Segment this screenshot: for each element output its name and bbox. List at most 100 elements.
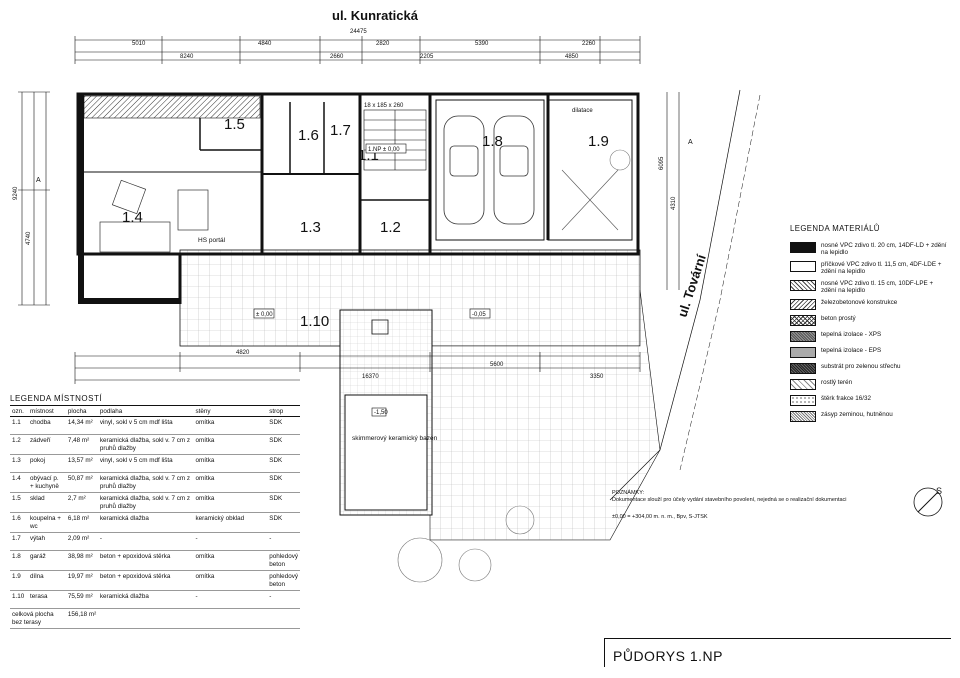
dim-second-4: 4850 (565, 54, 579, 60)
workshop-diagonal-2 (561, 169, 619, 231)
total-label: celková plocha bez terasy (10, 608, 66, 629)
notes-title: POZNÁMKY: (612, 490, 645, 496)
dim-right-1: 6095 (659, 156, 665, 170)
material-legend-item: nosné VPC zdivo tl. 20 cm, 14DF-LD + zdě… (790, 242, 950, 256)
notes: POZNÁMKY: Dokumentace slouží pro účely v… (612, 490, 872, 521)
dim-second-1: 8240 (180, 54, 194, 60)
notes-line-2: ±0,00 = +304,00 m. n. m., Bpv, S-JTSK (612, 514, 708, 520)
material-legend-item: rostlý terén (790, 379, 950, 390)
right-dimensions (666, 92, 680, 290)
room-name: výtah (27, 532, 66, 551)
material-legend-rows: nosné VPC zdivo tl. 20 cm, 14DF-LD + zdě… (790, 242, 950, 422)
room-floor: keramická dlažba, sokl v. 7 cm z pruhů d… (97, 434, 194, 455)
room-name: chodba (27, 416, 66, 435)
room-1-3: 1.3 (300, 219, 321, 236)
car-2 (493, 115, 535, 225)
north-label: S (936, 486, 942, 496)
header-floor: podlaha (97, 407, 194, 417)
material-legend-item: příčkové VPC zdivo tl. 11,5 cm, 4DF-LDE … (790, 261, 950, 275)
material-legend-item: štěrk frakce 16/32 (790, 395, 950, 406)
material-swatch (790, 280, 816, 291)
room-name: terasa (27, 590, 66, 609)
room-id: 1.10 (10, 590, 28, 609)
material-legend-item: zásyp zeminou, hutněnou (790, 411, 950, 422)
stairs (363, 109, 427, 171)
room-floor: - (97, 532, 194, 551)
material-legend: LEGENDA MATERIÁLŮ nosné VPC zdivo tl. 20… (790, 224, 950, 427)
pool-level-box (371, 407, 387, 417)
room-id: 1.2 (10, 434, 28, 455)
room-id: 1.8 (10, 550, 28, 571)
header-walls: stěny (193, 407, 268, 417)
room-walls: keramický obklad (193, 512, 268, 533)
total-value: 156,18 m² (65, 608, 300, 629)
pool-level: -1,50 (374, 410, 388, 416)
room-area: 50,87 m² (65, 472, 98, 493)
room-area: 2,09 m² (65, 532, 98, 551)
room-name: sklad (27, 492, 66, 513)
title-block: PŮDORYS 1.NP (604, 638, 951, 667)
room-legend-total: celková plocha bez terasy 156,18 m² (10, 608, 300, 629)
material-legend-title: LEGENDA MATERIÁLŮ (790, 224, 880, 233)
material-legend-item: beton prostý (790, 315, 950, 326)
room-floor: keramická dlažba (97, 590, 194, 609)
room-ceiling: - (267, 532, 300, 551)
material-legend-item: substrát pro zelenou střechu (790, 363, 950, 374)
material-label: nosné VPC zdivo tl. 15 cm, 10DF-LPE + zd… (821, 280, 934, 294)
room-ceiling: SDK (267, 416, 300, 435)
room-name: obývací p. + kuchyně (27, 472, 66, 493)
dim-left-2: 4740 (26, 231, 32, 245)
room-ceiling: pohledový beton (267, 570, 300, 591)
material-swatch (790, 379, 816, 390)
dim-top-1: 5010 (132, 41, 146, 47)
kitchen-counter (83, 95, 261, 119)
hs-portal-label: HS portál (198, 237, 226, 244)
room-legend: LEGENDA MÍSTNOSTÍ ozn. místnost plocha p… (10, 394, 300, 629)
north-arrow (913, 487, 943, 517)
trees (397, 149, 631, 583)
room-legend-header: ozn. místnost plocha podlaha stěny strop (10, 407, 300, 417)
room-name: garáž (27, 550, 66, 571)
room-floor: beton + epoxidová stěrka (97, 550, 194, 571)
room-area: 13,57 m² (65, 454, 98, 473)
room-area: 6,18 m² (65, 512, 98, 533)
room-id: 1.7 (10, 532, 28, 551)
room-id: 1.1 (10, 416, 28, 435)
header-area: plocha (65, 407, 98, 417)
street-line (679, 94, 761, 471)
room-ceiling: SDK (267, 492, 300, 513)
dim-bottom-total: 16370 (362, 374, 379, 380)
room-walls: omítka (193, 550, 268, 571)
room-1-7: 1.7 (330, 122, 351, 139)
header-room: místnost (27, 407, 66, 417)
material-label: beton prostý (821, 315, 856, 322)
top-dimensions (74, 36, 641, 64)
room-walls: - (193, 532, 268, 551)
material-label: rostlý terén (821, 379, 853, 386)
dim-bottom-2: 5600 (490, 362, 504, 368)
material-swatch (790, 347, 816, 358)
room-area: 38,98 m² (65, 550, 98, 571)
room-area: 14,34 m² (65, 416, 98, 435)
material-swatch (790, 261, 816, 272)
room-1-8: 1.8 (482, 133, 503, 150)
ref-elevation-box (365, 143, 407, 154)
terrace-level: ± 0,00 (256, 312, 273, 318)
material-legend-item: nosné VPC zdivo tl. 15 cm, 10DF-LPE + zd… (790, 280, 950, 294)
material-label: tepelná izolace - EPS (821, 347, 882, 354)
room-1-9: 1.9 (588, 133, 609, 150)
room-ceiling: SDK (267, 472, 300, 493)
garden-level: -0,05 (472, 312, 486, 318)
room-ceiling: SDK (267, 512, 300, 533)
room-walls: omítka (193, 492, 268, 513)
street-top: ul. Kunratická (332, 8, 419, 23)
